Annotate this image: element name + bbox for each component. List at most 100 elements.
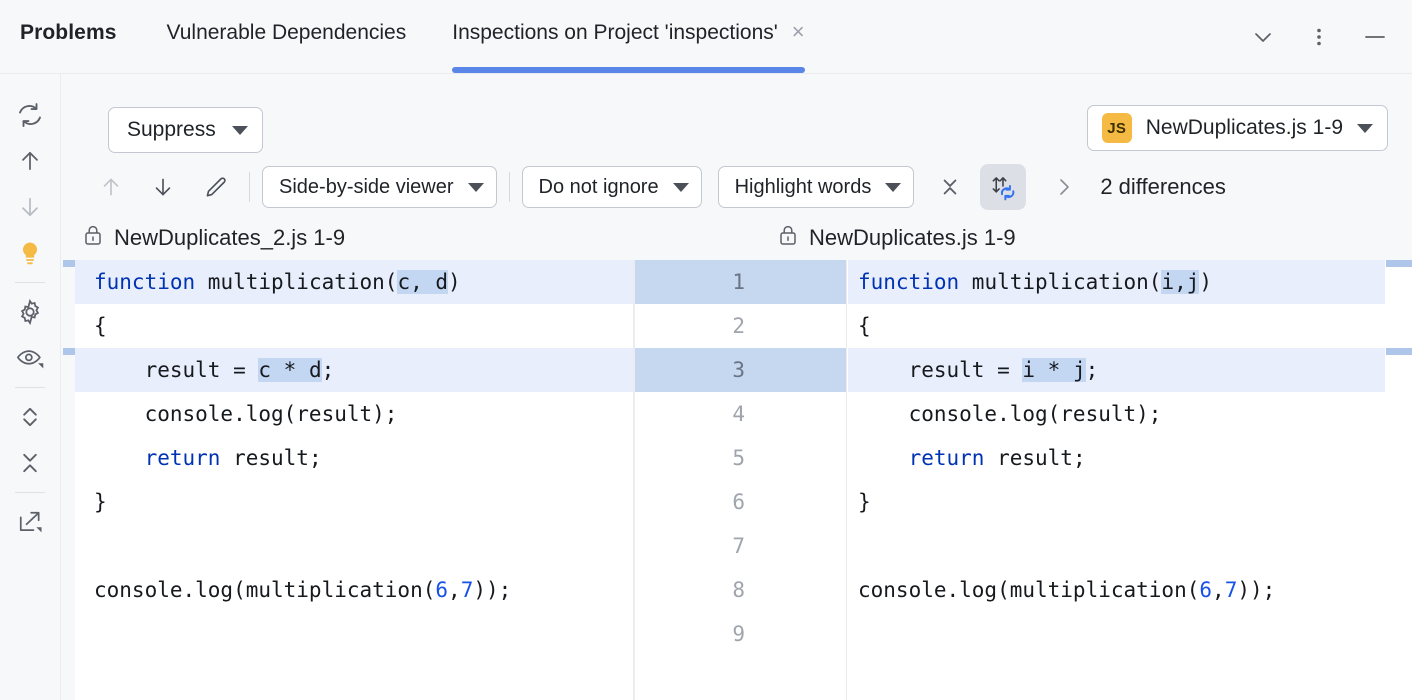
code-line[interactable] xyxy=(75,612,634,656)
code-line-text: } xyxy=(94,490,107,514)
gutter-row: 22 xyxy=(635,304,861,348)
code-line-text xyxy=(75,524,94,568)
gutter-row: 44 xyxy=(635,392,861,436)
chevron-down-icon xyxy=(885,182,902,192)
code-line[interactable]: console.log(multiplication(6,7)); xyxy=(75,568,634,612)
ignore-policy-label: Do not ignore xyxy=(538,175,659,198)
arrow-up-icon[interactable] xyxy=(10,138,50,184)
code-line[interactable]: result = c * d; xyxy=(75,348,634,392)
chevron-down-icon xyxy=(467,182,484,192)
rail-divider xyxy=(15,492,45,493)
left-line-number: 5 xyxy=(732,446,745,470)
change-marker[interactable] xyxy=(63,260,75,267)
tab-bar: Problems Vulnerable Dependencies Inspect… xyxy=(0,0,1412,74)
gutter-row: 11 xyxy=(635,260,861,304)
code-line[interactable]: function multiplication(c, d) xyxy=(75,260,634,304)
toolbar-divider xyxy=(249,172,250,202)
tab-inspections-label: Inspections on Project 'inspections' xyxy=(452,20,778,44)
left-code-pane[interactable]: function multiplication(c, d) { result = … xyxy=(75,260,634,700)
code-line[interactable]: { xyxy=(848,304,1385,348)
suppress-button[interactable]: Suppress xyxy=(108,107,263,153)
edit-pencil-icon[interactable] xyxy=(193,165,237,209)
differences-count: 2 differences xyxy=(1100,174,1226,199)
settings-gear-icon[interactable] xyxy=(10,289,50,335)
arrow-down-icon[interactable] xyxy=(10,184,50,230)
active-tab-underline xyxy=(452,67,805,73)
line-number-gutter: 112233445566778899 xyxy=(634,260,861,700)
gutter-row: 88 xyxy=(635,568,861,612)
toolbar-divider xyxy=(508,172,510,202)
code-line[interactable]: { xyxy=(75,304,634,348)
gutter-row: 66 xyxy=(635,480,861,524)
lock-icon xyxy=(777,223,799,253)
chevron-down-icon xyxy=(672,182,689,192)
change-marker[interactable] xyxy=(1386,260,1412,267)
suppress-button-label: Suppress xyxy=(127,118,216,141)
code-line[interactable]: console.log(result); xyxy=(75,392,634,436)
chevron-right-icon[interactable] xyxy=(1042,165,1086,209)
code-line-text: result = c * d; xyxy=(94,358,335,382)
expand-all-icon[interactable] xyxy=(10,394,50,440)
code-line-text: { xyxy=(858,314,871,338)
code-line-text: function multiplication(c, d) xyxy=(94,270,461,294)
tab-close-icon[interactable]: × xyxy=(791,18,805,44)
left-change-markers[interactable] xyxy=(61,260,75,700)
code-line[interactable]: function multiplication(i,j) xyxy=(848,260,1385,304)
minimize-icon[interactable] xyxy=(1362,24,1388,50)
highlight-mode-dropdown[interactable]: Highlight words xyxy=(717,166,915,208)
code-line[interactable]: result = i * j; xyxy=(848,348,1385,392)
left-line-number: 7 xyxy=(732,534,745,558)
code-line[interactable]: return result; xyxy=(75,436,634,480)
code-line-text xyxy=(75,612,94,656)
left-line-number: 3 xyxy=(732,358,745,382)
tab-vulnerable-dependencies[interactable]: Vulnerable Dependencies xyxy=(167,0,407,73)
code-line-text xyxy=(848,612,858,656)
lock-icon xyxy=(82,223,104,253)
code-line-text: return result; xyxy=(908,446,1086,470)
file-scope-dropdown[interactable]: JS NewDuplicates.js 1-9 xyxy=(1086,105,1388,151)
left-line-number: 2 xyxy=(732,314,745,338)
eye-icon[interactable] xyxy=(10,335,50,381)
code-line-text: console.log(result); xyxy=(858,402,1162,426)
right-change-markers[interactable] xyxy=(1385,260,1412,700)
code-line[interactable]: return result; xyxy=(848,436,1385,480)
change-marker[interactable] xyxy=(1386,348,1412,355)
right-code-pane[interactable]: function multiplication(i,j) { result = i… xyxy=(848,260,1385,700)
code-line-text: console.log(multiplication(6,7)); xyxy=(94,578,512,602)
left-pane-header: NewDuplicates_2.js 1-9 xyxy=(82,216,345,260)
chevron-down-icon xyxy=(1357,123,1373,133)
code-line-text: console.log(multiplication(6,7)); xyxy=(858,578,1276,602)
left-line-number: 1 xyxy=(732,270,745,294)
code-line-text: } xyxy=(858,490,871,514)
code-line[interactable] xyxy=(848,612,1385,656)
code-line-text: console.log(result); xyxy=(94,402,398,426)
rail-divider xyxy=(15,282,45,283)
collapse-all-icon[interactable] xyxy=(10,440,50,486)
code-line[interactable]: console.log(result); xyxy=(848,392,1385,436)
code-line[interactable] xyxy=(848,524,1385,568)
tab-inspections-on-project[interactable]: Inspections on Project 'inspections' × xyxy=(452,0,805,73)
next-difference-icon[interactable] xyxy=(141,165,185,209)
code-line[interactable]: } xyxy=(848,480,1385,524)
sync-scroll-icon[interactable] xyxy=(980,164,1027,210)
pane-divider xyxy=(633,260,634,700)
ignore-policy-dropdown[interactable]: Do not ignore xyxy=(521,166,702,208)
code-line[interactable]: console.log(multiplication(6,7)); xyxy=(848,568,1385,612)
collapse-unchanged-icon[interactable] xyxy=(928,165,972,209)
viewer-mode-dropdown[interactable]: Side-by-side viewer xyxy=(262,166,497,208)
tab-problems[interactable]: Problems xyxy=(20,0,117,73)
export-icon[interactable] xyxy=(10,499,50,545)
js-file-icon: JS xyxy=(1101,113,1132,143)
code-line[interactable]: } xyxy=(75,480,634,524)
inspection-content: Suppress JS NewDuplicates.js 1-9 Side-by… xyxy=(61,74,1412,700)
change-marker[interactable] xyxy=(63,348,75,355)
tab-problems-label: Problems xyxy=(20,20,117,44)
rerun-icon[interactable] xyxy=(10,92,50,138)
prev-difference-icon[interactable] xyxy=(89,165,133,209)
more-vertical-icon[interactable] xyxy=(1306,24,1332,50)
left-line-number: 8 xyxy=(732,578,745,602)
viewer-mode-label: Side-by-side viewer xyxy=(279,175,454,198)
code-line[interactable] xyxy=(75,524,634,568)
chevron-down-icon[interactable] xyxy=(1250,24,1276,50)
lightbulb-icon[interactable] xyxy=(10,230,50,276)
